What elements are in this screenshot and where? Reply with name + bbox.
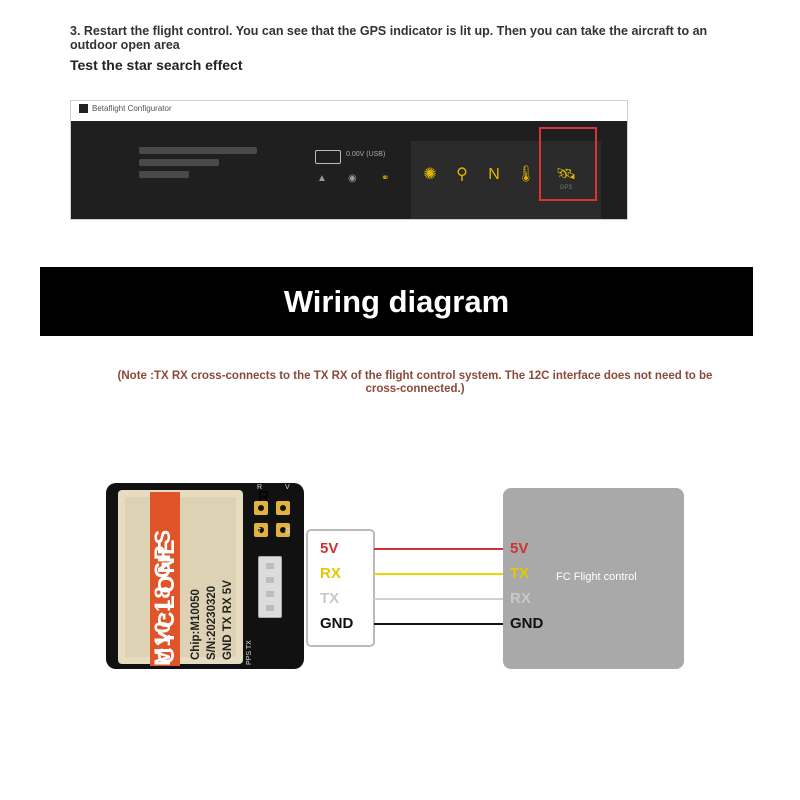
- configurator-window-title: Betaflight Configurator: [92, 104, 172, 113]
- configurator-title-bar: Betaflight Configurator: [79, 104, 172, 113]
- wiring-note: (Note :TX RX cross-connects to the TX RX…: [117, 370, 713, 395]
- ceramic-antenna: [118, 490, 243, 664]
- warning-icon: ▲: [317, 173, 327, 184]
- bottom-pin-label: PPS TX: [246, 640, 253, 665]
- fc-label: FC Flight control: [556, 571, 637, 583]
- left-label-gnd: GND: [320, 615, 354, 632]
- wire-tx-rx: [374, 598, 504, 600]
- section-banner: Wiring diagram: [40, 267, 753, 336]
- left-label-rx: RX: [320, 565, 341, 582]
- right-label-tx: TX: [510, 565, 530, 582]
- wire-label-box: 5V RX TX GND: [306, 529, 375, 647]
- sensor-indicators: ✺ ⚲ N 🌡 🛰 GPS: [411, 141, 601, 219]
- thermometer-icon: 🌡: [515, 166, 537, 183]
- solder-pad: [276, 523, 290, 537]
- pad-label-v: V: [285, 484, 290, 491]
- pad-label-r: R: [257, 484, 263, 491]
- wifi-icon: ◉: [348, 173, 357, 184]
- solder-pad: [254, 523, 268, 537]
- solder-pad: [276, 501, 290, 515]
- flight-controller-box: 5V TX RX GND: [503, 488, 684, 669]
- gyro-icon: ✺: [423, 166, 437, 183]
- right-label-rx: RX: [510, 590, 531, 607]
- blurred-text: [139, 147, 257, 154]
- subheading: Test the star search effect: [70, 57, 243, 73]
- jst-connector: [258, 556, 282, 618]
- model-name: M10-18 GPS: [150, 528, 175, 666]
- satellite-icon: 🛰: [555, 166, 577, 183]
- link-icon: ⚭: [381, 173, 390, 184]
- wire-rx-tx: [374, 573, 504, 575]
- step-instruction: 3. Restart the flight control. You can s…: [70, 24, 708, 52]
- left-label-5v: 5V: [320, 540, 339, 557]
- pinout-label: GND TX RX 5V: [222, 580, 234, 660]
- battery-icon: [315, 150, 341, 164]
- blurred-text: [139, 171, 189, 178]
- sensor-gyro: ✺: [415, 165, 445, 191]
- betaflight-logo-icon: [79, 104, 88, 113]
- gps-label: GPS: [559, 185, 573, 191]
- sensor-gps: 🛰 GPS: [551, 165, 581, 191]
- chip-label: Chip:M10050: [190, 589, 202, 660]
- compass-icon: N: [488, 166, 500, 183]
- sensor-baro: 🌡: [511, 165, 541, 191]
- brand-strip: [150, 492, 180, 666]
- pad-label-t: T: [257, 528, 262, 535]
- battery-voltage: 0.00V (USB): [346, 151, 386, 158]
- accelerometer-icon: ⚲: [456, 166, 468, 183]
- wire-gnd: [374, 623, 504, 625]
- banner-title: Wiring diagram: [283, 284, 510, 319]
- blurred-text: [139, 159, 219, 166]
- gps-highlight-box: [539, 127, 597, 201]
- right-label-gnd: GND: [510, 615, 544, 632]
- sensor-mag: N: [479, 165, 509, 191]
- left-label-tx: TX: [320, 590, 340, 607]
- right-label-5v: 5V: [510, 540, 529, 557]
- serial-label: S/N:20230320: [206, 585, 218, 660]
- pad-label-g: G: [285, 528, 291, 535]
- configurator-header: 0.00V (USB) ▲ ◉ ⚭ ✺ ⚲ N 🌡 🛰 G: [71, 121, 627, 219]
- wire-5v: [374, 548, 504, 550]
- pad-label: R: [258, 489, 270, 506]
- solder-pad: [254, 501, 268, 515]
- configurator-screenshot: Betaflight Configurator 0.00V (USB) ▲ ◉ …: [70, 100, 628, 220]
- sensor-accel: ⚲: [447, 165, 477, 191]
